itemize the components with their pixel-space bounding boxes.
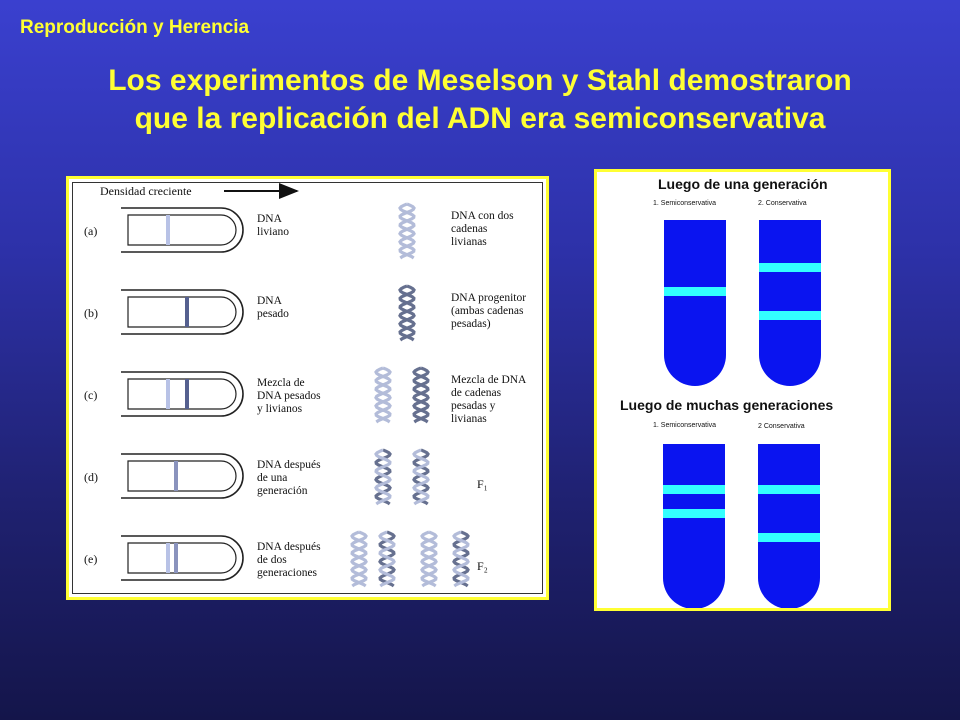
one-generation-title: Luego de una generación [658,176,828,192]
tube-description: de dos [257,554,287,566]
centrifuge-tube [121,453,244,499]
band-top-semi-hybrid [664,287,726,296]
dna-description: (ambas cadenas [451,305,524,317]
dna-helix-hybrid [378,530,396,588]
tube-top-conservative [759,220,821,386]
tube-description: liviano [257,226,289,238]
dna-helix-light [350,530,368,588]
replication-models-diagram: Luego de una generación 1. Semiconservat… [594,169,891,611]
top-conservative-label: 2. Conservativa [758,200,807,207]
row-id-label: (a) [84,224,97,238]
dna-helix-light [374,366,392,424]
dna-description: cadenas [451,223,488,235]
dna-description: pesadas) [451,318,491,330]
slide-headline: Los experimentos de Meselson y Stahl dem… [0,62,960,138]
tube-bottom-semiconservative [663,444,725,608]
tube-description: DNA pesados [257,390,321,402]
tube-description: de una [257,472,287,484]
centrifuge-tube [121,207,244,253]
section-title: Reproducción y Herencia [20,17,250,38]
density-band-light [166,379,170,409]
dna-description: livianas [451,413,487,425]
dna-description: DNA con dos [451,210,514,222]
density-band-heavy [185,379,189,409]
band-bottom-cons-2 [758,533,820,542]
tube-top-semiconservative [664,220,726,386]
centrifuge-tube [121,289,244,335]
dna-description: DNA progenitor [451,292,526,304]
headline-line-1: Los experimentos de Meselson y Stahl dem… [108,64,852,97]
many-generations-title: Luego de muchas generaciones [620,397,833,413]
row-id-label: (d) [84,470,98,484]
dna-description: pesadas y [451,400,496,412]
tube-bottom-conservative [758,444,820,608]
top-semiconservative-label: 1. Semiconservativa [653,200,716,207]
dna-helix-hybrid [452,530,470,588]
density-label: Densidad creciente [100,184,192,198]
tube-description: generación [257,485,308,497]
dna-helix-light [420,530,438,588]
tube-description: DNA después [257,541,321,553]
band-bottom-semi-1 [663,485,725,494]
dna-description: livianas [451,236,487,248]
band-bottom-cons-1 [758,485,820,494]
generation-label: F₂ [477,559,488,573]
row-id-label: (b) [84,306,98,320]
row-id-label: (e) [84,552,97,566]
band-bottom-semi-2 [663,509,725,518]
tube-description: Mezcla de [257,377,305,389]
density-band-light [166,215,170,245]
centrifuge-tube [121,371,244,417]
band-top-cons-light [759,263,821,272]
dna-helix-hybrid [412,448,430,506]
replication-models-figure: Luego de una generación 1. Semiconservat… [620,176,833,608]
row-id-label: (c) [84,388,97,402]
bottom-conservative-label: 2 Conservativa [758,423,805,430]
dna-helix-heavy [412,366,430,424]
density-band-hybrid [174,543,178,573]
headline-line-2: que la replicación del ADN era semiconse… [134,102,826,135]
dna-helix-hybrid [374,448,392,506]
centrifuge-tube [121,535,244,581]
tube-description: DNA [257,213,283,225]
tube-description: DNA después [257,459,321,471]
band-top-cons-heavy [759,311,821,320]
density-band-heavy [185,297,189,327]
tube-description: generaciones [257,567,318,579]
dna-helix-light [398,202,416,260]
dna-description: Mezcla de DNA [451,374,527,386]
generation-label: F₁ [477,477,488,491]
tube-description: y livianos [257,403,303,415]
density-band-hybrid [174,461,178,491]
tube-description: pesado [257,308,289,320]
dna-helix-heavy [398,284,416,342]
tube-description: DNA [257,295,283,307]
density-band-light [166,543,170,573]
diagram-frame [72,182,543,594]
bottom-semiconservative-label: 1. Semiconservativa [653,422,716,429]
dna-description: de cadenas [451,387,502,399]
